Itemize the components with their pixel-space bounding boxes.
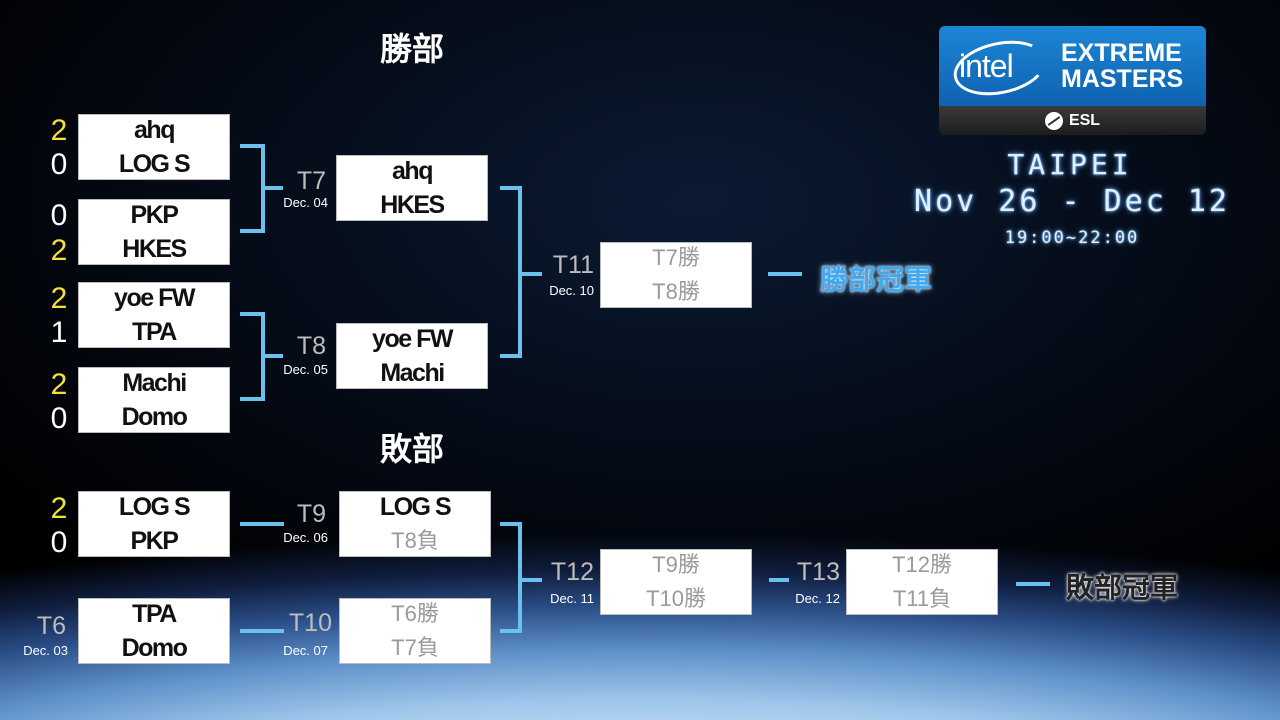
match-code-t12: T12 (550, 558, 594, 586)
upper-champion-label: 勝部冠軍 (820, 263, 933, 296)
event-dates: Nov 26 - Dec 12 (914, 184, 1230, 219)
bracket-connector (500, 629, 522, 633)
match-code-t6: T6 (36, 612, 66, 640)
match-box-t8: yoe FW Machi (336, 323, 488, 389)
team-name: LOG S (379, 493, 452, 521)
team-name: Machi (122, 369, 187, 397)
match-date-t10: Dec. 07 (283, 643, 328, 658)
match-code-t13: T13 (796, 558, 840, 586)
match-date-t6: Dec. 03 (23, 643, 68, 658)
logo-line2: MASTERS (1061, 65, 1184, 93)
match-date-t8: Dec. 05 (283, 362, 328, 377)
match-code-t7: T7 (296, 167, 326, 195)
bracket-connector (240, 144, 264, 148)
bracket-connector (520, 272, 542, 276)
bracket-connector (240, 312, 264, 316)
match-date-t12: Dec. 11 (550, 591, 594, 606)
team-name: yoe FW (372, 325, 453, 353)
match-box-t9: LOG S T8負 (339, 491, 491, 557)
team-name: TPA (132, 600, 177, 628)
team-name: yoe FW (114, 284, 195, 312)
bracket-connector (263, 354, 283, 358)
logo-brand: intel (959, 48, 1014, 84)
match-date-t11: Dec. 10 (549, 283, 594, 298)
lower-champion-label: 敗部冠軍 (1066, 571, 1179, 604)
esl-ball-icon (1044, 111, 1063, 130)
logo-sub: ESL (1068, 111, 1101, 129)
team-name: T6勝 (391, 601, 439, 626)
score-l1-bottom: 0 (50, 526, 68, 559)
team-name: LOG S (118, 150, 191, 178)
lower-bracket-title: 敗部 (379, 430, 444, 468)
event-logo: intel EXTREME MASTERS ESL (939, 26, 1206, 135)
score-l1-top: 2 (50, 492, 68, 525)
team-name: LOG S (118, 493, 191, 521)
score-r1d-top: 2 (50, 368, 68, 401)
team-name: HKES (122, 235, 187, 263)
bracket-connector (500, 522, 522, 526)
score-r1a-top: 2 (50, 114, 68, 147)
bracket-connector (1016, 582, 1050, 586)
team-name: T12勝 (892, 552, 952, 577)
logo-line1: EXTREME (1061, 39, 1182, 67)
match-box-r1c: yoe FW TPA (78, 282, 230, 348)
bracket-connector (240, 397, 264, 401)
score-r1b-top: 0 (50, 199, 68, 232)
match-code-t11: T11 (552, 251, 594, 279)
match-box-t10: T6勝 T7負 (339, 598, 491, 664)
team-name: T7勝 (652, 245, 700, 270)
bracket-connector (240, 229, 264, 233)
match-code-t9: T9 (296, 500, 326, 528)
match-box-r1d: Machi Domo (78, 367, 230, 433)
match-box-l1: LOG S PKP (78, 491, 230, 557)
bracket-connector (520, 578, 542, 582)
match-box-t12: T9勝 T10勝 (600, 549, 752, 615)
team-name: T8負 (391, 528, 439, 553)
team-name: Machi (380, 359, 445, 387)
event-city: TAIPEI (1007, 148, 1133, 181)
bracket-connector (500, 354, 522, 358)
team-name: ahq (392, 157, 433, 185)
match-date-t9: Dec. 06 (283, 530, 328, 545)
team-name: T11負 (892, 586, 952, 611)
team-name: T7負 (391, 635, 439, 660)
match-box-t11: T7勝 T8勝 (600, 242, 752, 308)
team-name: ahq (134, 116, 175, 144)
score-r1c-bottom: 1 (50, 316, 68, 349)
match-date-t7: Dec. 04 (283, 195, 328, 210)
match-box-r1a: ahq LOG S (78, 114, 230, 180)
match-code-t8: T8 (296, 332, 326, 360)
bracket-connector (240, 522, 284, 526)
team-name: TPA (132, 318, 177, 346)
match-box-t7: ahq HKES (336, 155, 488, 221)
team-name: T8勝 (652, 279, 700, 304)
match-date-t13: Dec. 12 (795, 591, 840, 606)
score-r1a-bottom: 0 (50, 148, 68, 181)
score-r1c-top: 2 (50, 282, 68, 315)
bracket-connector (500, 186, 522, 190)
team-name: T10勝 (646, 586, 706, 611)
bracket-connector (263, 186, 283, 190)
team-name: Domo (121, 634, 188, 662)
bracket-connector (768, 272, 802, 276)
team-name: PKP (130, 527, 179, 555)
team-name: HKES (380, 191, 445, 219)
event-time: 19:00~22:00 (1004, 228, 1140, 248)
team-name: T9勝 (652, 552, 700, 577)
bracket-connector (240, 629, 284, 633)
score-r1d-bottom: 0 (50, 402, 68, 435)
team-name: Domo (121, 403, 188, 431)
match-code-t10: T10 (288, 609, 332, 637)
bracket-connector (518, 522, 522, 633)
score-r1b-bottom: 2 (50, 234, 68, 267)
upper-bracket-title: 勝部 (379, 30, 444, 68)
match-box-t13: T12勝 T11負 (846, 549, 998, 615)
bracket-connector (769, 578, 789, 582)
match-box-t6: TPA Domo (78, 598, 230, 664)
match-box-r1b: PKP HKES (78, 199, 230, 265)
team-name: PKP (130, 201, 179, 229)
